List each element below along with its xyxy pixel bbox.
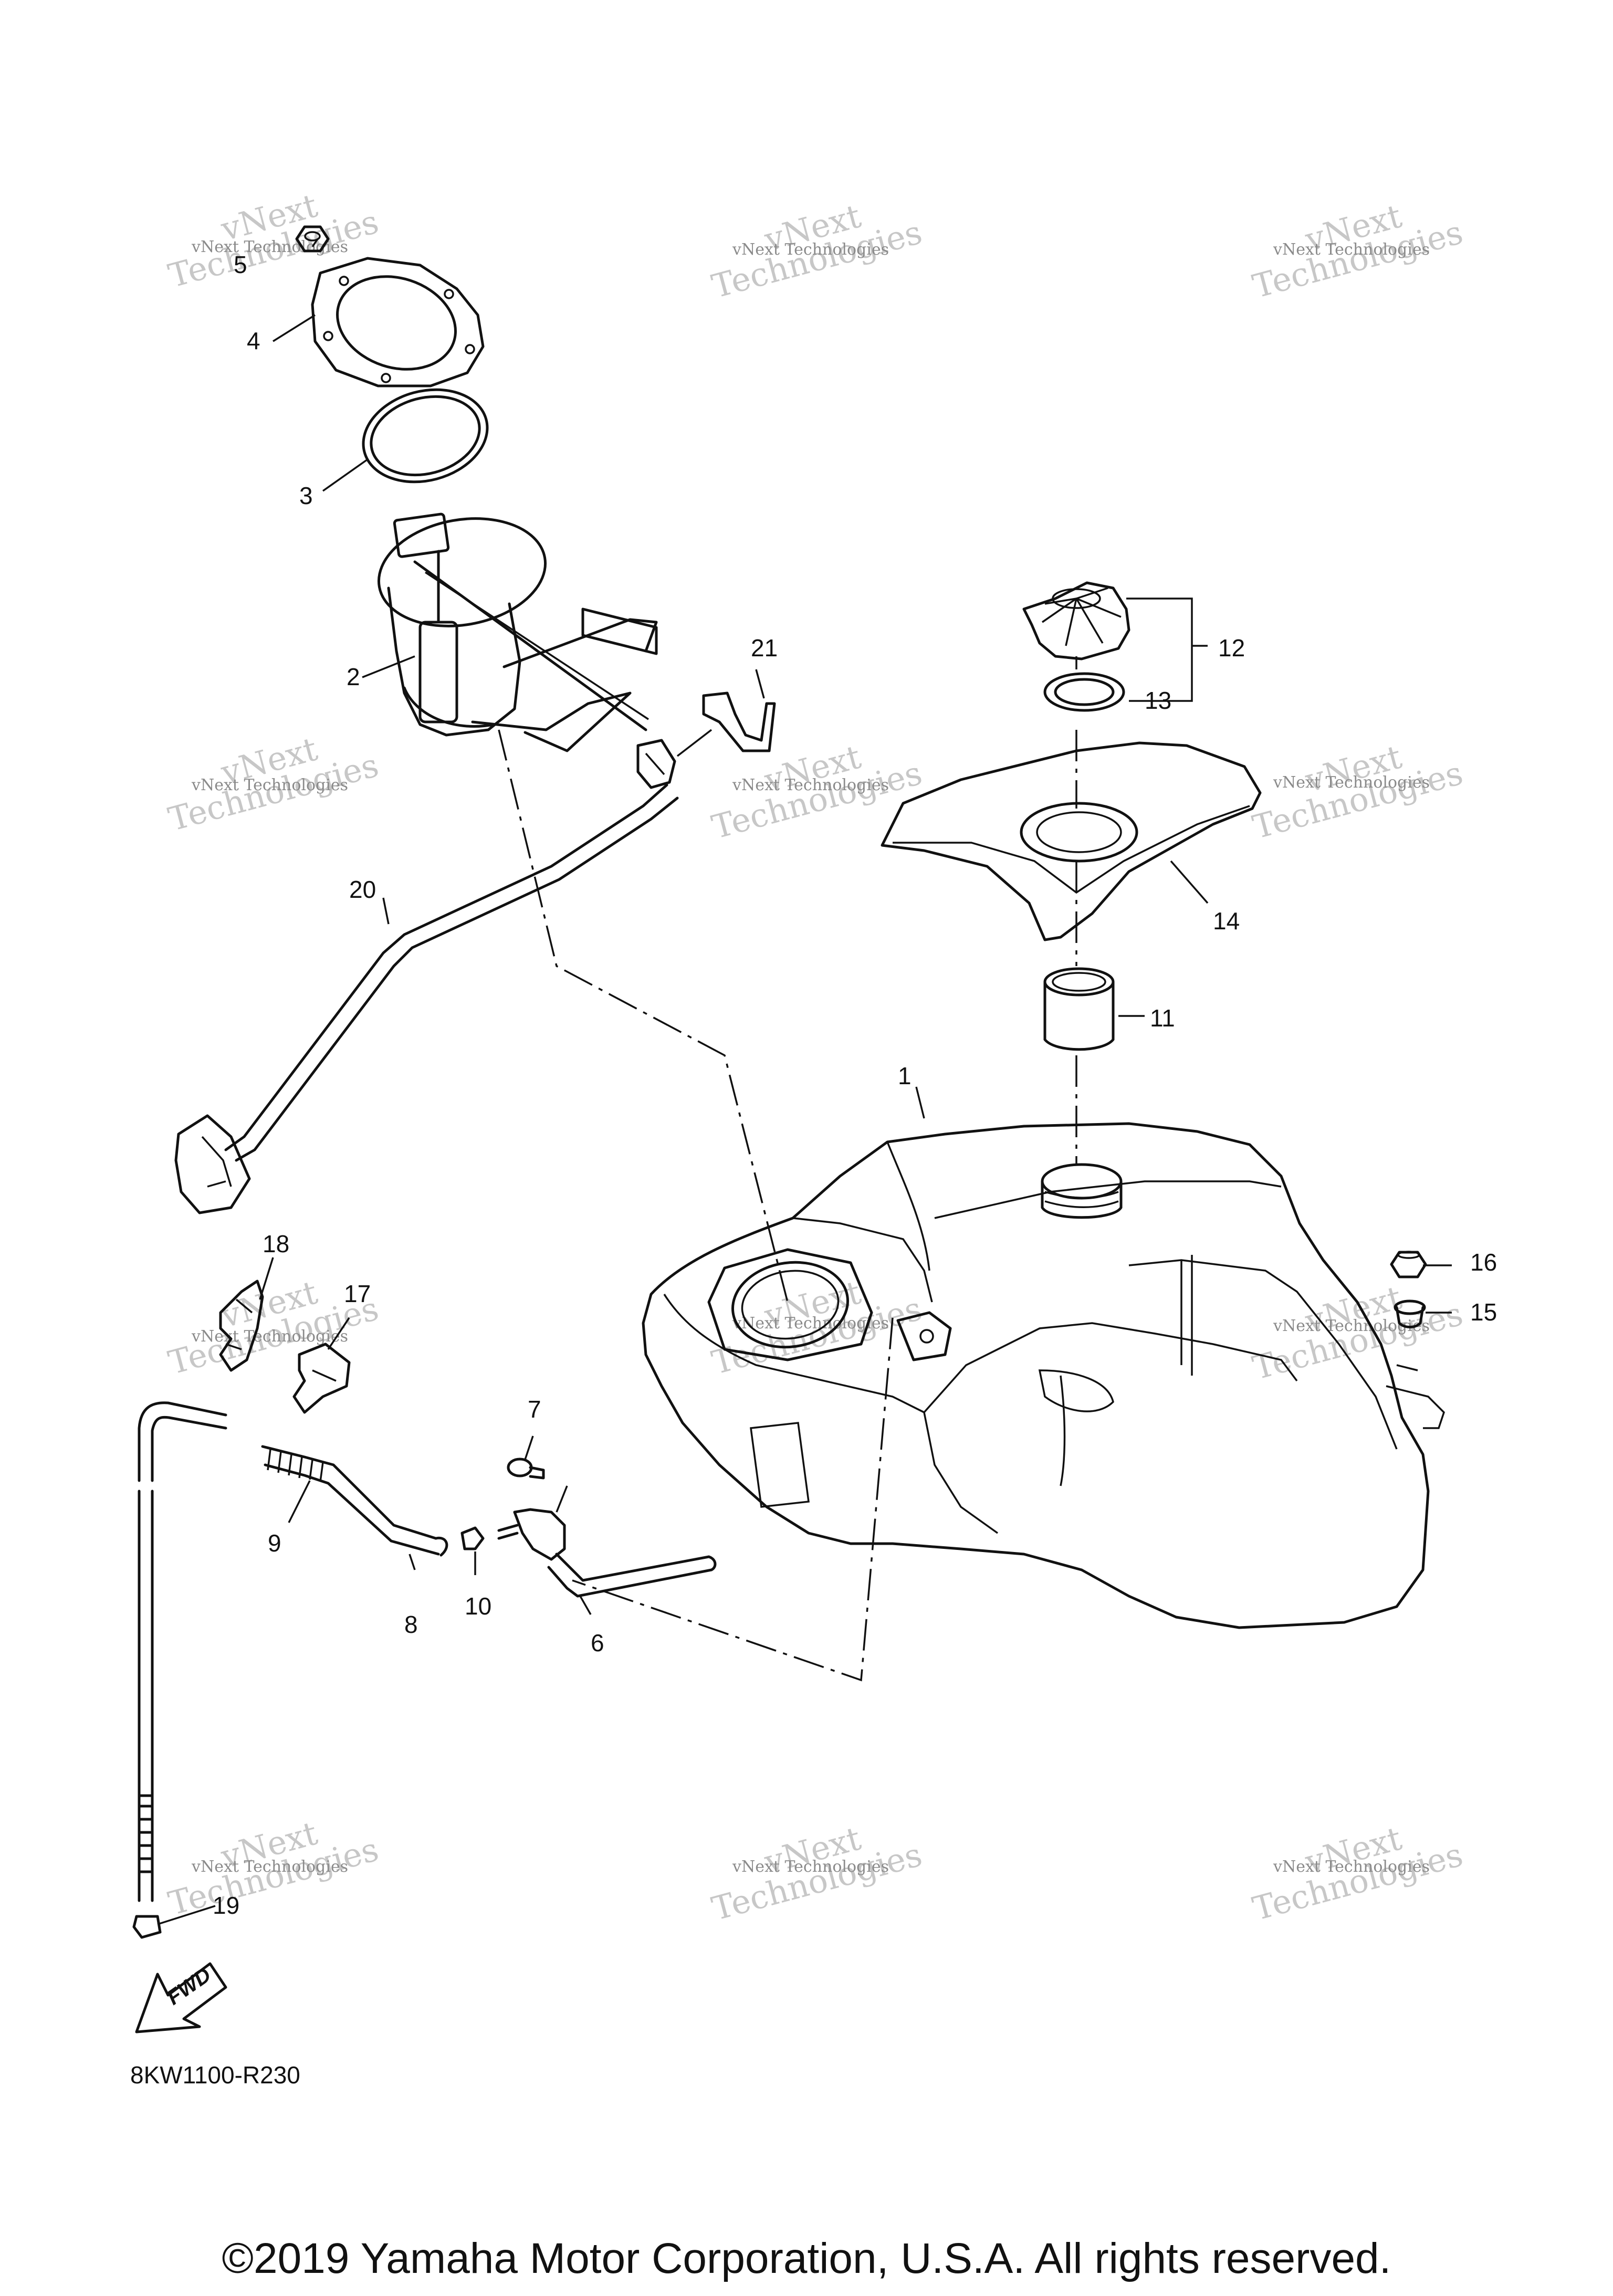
callout-11: 11 — [1150, 1004, 1175, 1032]
callout-20: 20 — [349, 876, 376, 903]
callout-2: 2 — [347, 663, 360, 690]
callout-17: 17 — [344, 1280, 371, 1307]
watermark-text: vNext Technologies — [191, 238, 348, 256]
callout-19: 19 — [213, 1892, 239, 1919]
callout-8: 8 — [404, 1611, 418, 1638]
fwd-arrow-icon: FWD — [135, 1962, 227, 2033]
part-15-damper[interactable] — [1394, 1299, 1426, 1328]
part-13-cap-gasket[interactable] — [1043, 672, 1125, 712]
part-19-breather-hose[interactable] — [132, 1401, 227, 1939]
part-21-clip[interactable] — [702, 691, 776, 752]
callout-16: 16 — [1470, 1249, 1497, 1276]
part-2-fuel-pump[interactable] — [370, 506, 676, 789]
callout-1: 1 — [898, 1062, 912, 1089]
assembly-lines — [498, 656, 1077, 1682]
watermark-text: vNext Technologies — [1273, 773, 1430, 792]
diagram-code: 8KW1100-R230 — [130, 2061, 300, 2089]
part-17-clamp[interactable] — [292, 1343, 351, 1414]
callout-4: 4 — [247, 327, 260, 354]
watermark-text: vNext Technologies — [191, 1327, 348, 1346]
part-1-fuel-tank[interactable] — [642, 1122, 1446, 1629]
part-6-drain-tube[interactable] — [497, 1508, 717, 1598]
callout-13: 13 — [1145, 687, 1171, 714]
copyright-notice: ©2019 Yamaha Motor Corporation, U.S.A. A… — [222, 2235, 1391, 2282]
callout-21: 21 — [751, 634, 778, 662]
watermark-text: vNext Technologies — [732, 240, 889, 259]
part-4-retaining-plate[interactable] — [311, 257, 485, 387]
watermark-text: vNext Technologies — [191, 776, 348, 794]
part-5-nut[interactable] — [295, 225, 330, 253]
part-11-filler-neck[interactable] — [1043, 967, 1115, 1051]
watermark-text: vNext Technologies — [1273, 240, 1430, 259]
callout-14: 14 — [1213, 907, 1240, 935]
callout-9: 9 — [268, 1529, 281, 1557]
part-3-gasket[interactable] — [353, 376, 498, 495]
callout-numbers: 4 5 3 2 21 20 12 13 14 11 1 16 15 18 17 … — [213, 251, 1497, 1919]
part-18-clamp[interactable] — [219, 1280, 264, 1372]
part-20-fuel-hose[interactable] — [174, 783, 679, 1214]
callout-6: 6 — [591, 1629, 604, 1657]
part-10-clip[interactable] — [460, 1526, 485, 1550]
callout-5: 5 — [234, 251, 247, 278]
callout-7: 7 — [528, 1396, 541, 1423]
part-9-hose-protector[interactable] — [261, 1445, 448, 1557]
callout-3: 3 — [299, 482, 313, 509]
part-14-tank-cover[interactable] — [881, 741, 1262, 941]
watermark-text: vNext Technologies — [191, 1858, 348, 1876]
callout-10: 10 — [465, 1592, 491, 1620]
watermark-text: vNext Technologies — [732, 1314, 889, 1333]
watermark: Technologies vNext — [164, 186, 382, 295]
leader-lines — [157, 238, 1452, 1925]
watermark-text: vNext Technologies — [732, 776, 889, 794]
part-7-screw[interactable] — [507, 1458, 545, 1480]
watermark-text: vNext Technologies — [732, 1858, 889, 1876]
part-12-fuel-cap[interactable] — [1022, 581, 1130, 661]
callout-15: 15 — [1470, 1298, 1497, 1326]
callout-18: 18 — [263, 1230, 289, 1257]
callout-12: 12 — [1218, 634, 1245, 662]
watermark-group: Technologies vNext vNext Technologies Te… — [164, 186, 1467, 1928]
part-16-nut[interactable] — [1390, 1251, 1427, 1278]
watermark-text: vNext Technologies — [1273, 1858, 1430, 1876]
